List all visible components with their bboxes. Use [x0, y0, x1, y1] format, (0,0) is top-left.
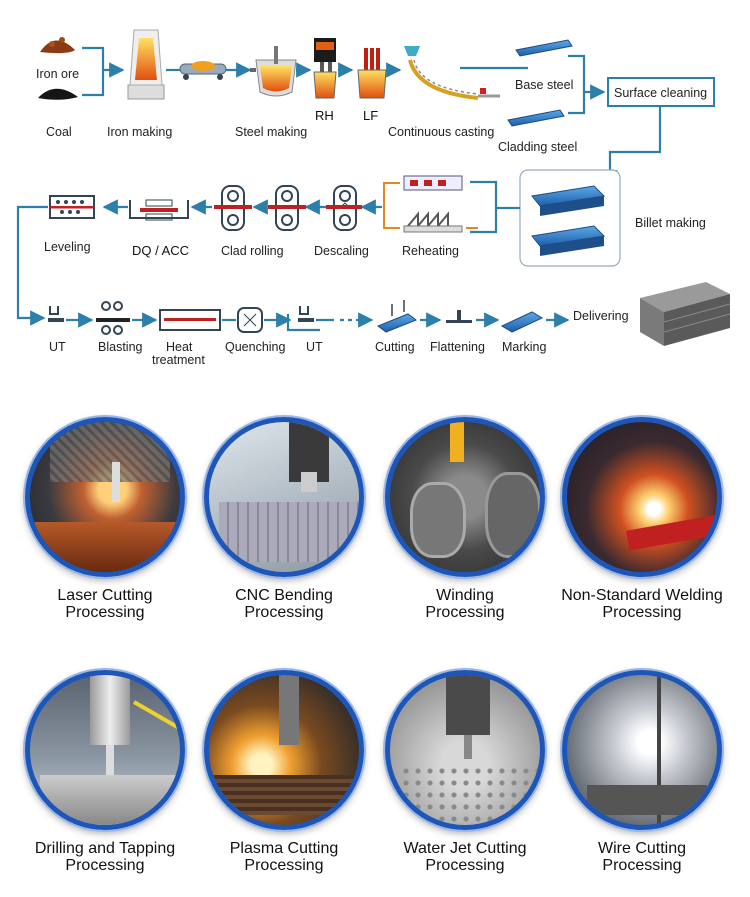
coal-pile-icon [38, 88, 78, 100]
cnc-bending-card[interactable]: CNC Bending Processing [191, 417, 377, 621]
processing-grid: Laser Cutting Processing CNC Bending Pro… [0, 405, 750, 897]
cutting-label: Cutting [375, 340, 415, 354]
lf-furnace-icon [357, 48, 387, 99]
delivering-label: Delivering [573, 309, 629, 323]
dq-acc-label: DQ / ACC [132, 243, 189, 258]
heat-treatment-label-2: treatment [152, 353, 205, 367]
laser-cutting-subtitle: Processing [65, 604, 145, 621]
billet-icon [531, 185, 606, 256]
wire-cutting-title: Wire Cutting [597, 840, 687, 857]
ut-1-icon [48, 306, 64, 322]
converter-icon [250, 46, 302, 97]
heat-treatment-furnace-icon [159, 309, 221, 331]
water-jet-subtitle: Processing [425, 857, 505, 874]
blasting-icon [96, 301, 130, 335]
base-steel-label: Base steel [515, 78, 573, 92]
iron-making-label: Iron making [107, 125, 172, 139]
welding-title: Non-Standard Welding [561, 587, 723, 604]
cnc-bending-subtitle: Processing [244, 604, 324, 621]
steel-process-flow-diagram: Iron ore Coal Iron making Steel making R… [16, 29, 731, 367]
plasma-cutting-subtitle: Processing [244, 857, 324, 874]
blasting-label: Blasting [98, 340, 143, 354]
plasma-cutting-photo [204, 670, 364, 830]
winding-subtitle: Processing [425, 604, 505, 621]
ut-1-label: UT [49, 340, 66, 354]
welding-photo [562, 417, 722, 577]
laser-cutting-card[interactable]: Laser Cutting Processing [12, 417, 198, 621]
cnc-bending-photo [204, 417, 364, 577]
wire-cutting-subtitle: Processing [602, 857, 682, 874]
drilling-card[interactable]: Drilling and Tapping Processing [12, 670, 198, 874]
surface-cleaning-box [607, 77, 715, 107]
water-jet-title: Water Jet Cutting [403, 840, 527, 857]
rh-label: RH [315, 108, 334, 123]
ut-2-label: UT [306, 340, 323, 354]
water-jet-photo [385, 670, 545, 830]
base-steel-plate-icon [515, 39, 573, 57]
welding-subtitle: Processing [602, 604, 682, 621]
continuous-casting-label: Continuous casting [388, 125, 494, 139]
clad-rolling-label: Clad rolling [221, 244, 284, 258]
coal-label: Coal [46, 125, 72, 139]
leveling-label: Leveling [44, 240, 91, 254]
dq-acc-cooling-icon [129, 199, 189, 221]
steel-making-label: Steel making [235, 125, 307, 139]
laser-cutting-title: Laser Cutting [57, 587, 153, 604]
plasma-cutting-title: Plasma Cutting [229, 840, 339, 857]
marking-label: Marking [502, 340, 547, 354]
billet-making-label: Billet making [635, 216, 706, 230]
clad-rolling-mill-icon [214, 185, 306, 231]
cladding-steel-plate-icon [507, 109, 565, 127]
descaling-icon [326, 185, 362, 231]
cladding-steel-label: Cladding steel [498, 140, 577, 154]
winding-title: Winding [436, 587, 494, 604]
reheating-furnace-icon [403, 175, 463, 233]
iron-ore-label: Iron ore [36, 67, 79, 81]
wire-cutting-photo [562, 670, 722, 830]
rh-vessel-icon [313, 38, 337, 99]
flattening-label: Flattening [430, 340, 485, 354]
leveler-icon [49, 195, 95, 219]
welding-card[interactable]: Non-Standard Welding Processing [549, 417, 735, 621]
plasma-cutting-card[interactable]: Plasma Cutting Processing [191, 670, 377, 874]
quenching-icon [237, 307, 263, 333]
drilling-photo [25, 670, 185, 830]
flattening-icon [446, 310, 472, 323]
marking-icon [500, 311, 544, 333]
surface-cleaning-label: Surface cleaning [614, 86, 707, 100]
water-jet-card[interactable]: Water Jet Cutting Processing [372, 670, 558, 874]
winding-photo [385, 417, 545, 577]
steel-plate-stack-icon [640, 282, 731, 346]
descaling-label: Descaling [314, 244, 369, 258]
torpedo-car-icon [179, 61, 227, 80]
continuous-caster-icon [404, 46, 500, 100]
winding-card[interactable]: Winding Processing [372, 417, 558, 621]
cnc-bending-title: CNC Bending [235, 587, 333, 604]
drilling-subtitle: Processing [65, 857, 145, 874]
lf-label: LF [363, 108, 378, 123]
heat-treatment-label-1: Heat [166, 340, 193, 354]
billet-box [519, 169, 621, 267]
quenching-label: Quenching [225, 340, 286, 354]
cutting-icon [376, 300, 418, 333]
laser-cutting-photo [25, 417, 185, 577]
iron-ore-pile-icon [40, 37, 75, 54]
drilling-title: Drilling and Tapping [34, 840, 176, 857]
blast-furnace-icon [127, 29, 165, 100]
wire-cutting-card[interactable]: Wire Cutting Processing [549, 670, 735, 874]
reheating-label: Reheating [402, 244, 459, 258]
ut-2-icon [298, 306, 314, 322]
